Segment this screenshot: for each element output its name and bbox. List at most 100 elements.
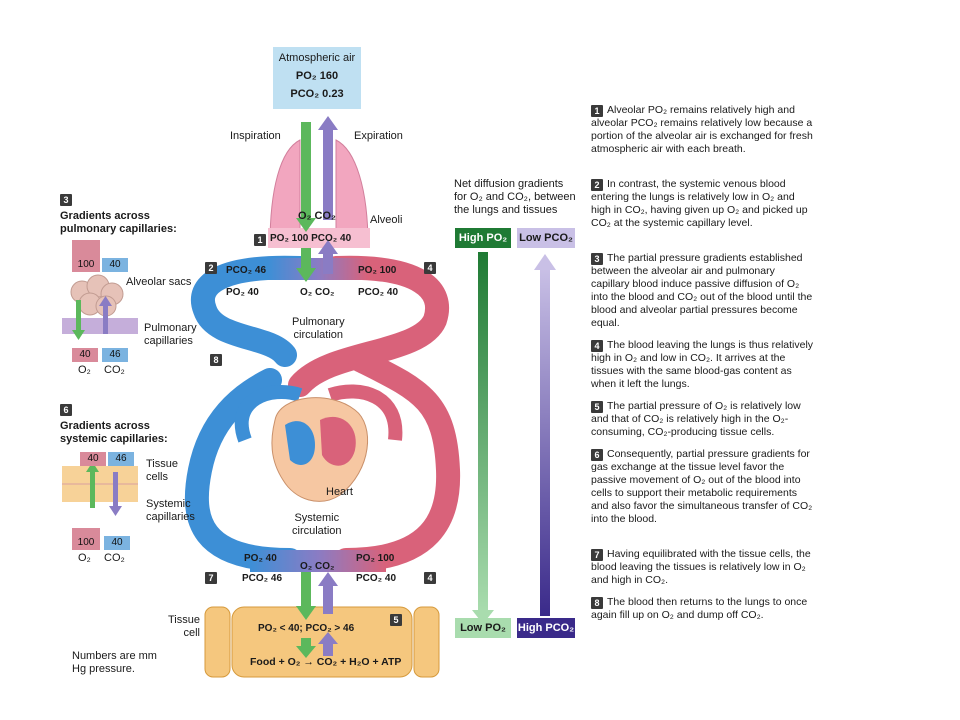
systemic-artery-red xyxy=(334,348,461,572)
systemic-vein-blue xyxy=(184,368,302,572)
low-pco2-label: Low PCO₂ xyxy=(517,228,575,248)
badge-5: 5 xyxy=(390,614,402,626)
right-bot-po2: PO₂ 100 xyxy=(356,553,395,564)
tissue-cell-label: Tissue cell xyxy=(168,614,200,639)
paragraph-6-badge: 6 xyxy=(591,449,603,461)
paragraph-2-text: In contrast, the systemic venous blood e… xyxy=(591,178,808,229)
paragraph-8-text: The blood then returns to the lungs to o… xyxy=(591,596,808,621)
paragraph-5-text: The partial pressure of O₂ is relatively… xyxy=(591,400,801,438)
high-pco2-label: High PCO₂ xyxy=(517,618,575,638)
panel6-top-blue: 46 xyxy=(108,452,134,466)
mid-top-o2co2: O₂ CO₂ xyxy=(300,287,335,298)
co2-gradient-bar xyxy=(540,268,550,616)
left-top-pco2: PCO₂ 46 xyxy=(226,265,267,276)
right-bot-pco2: PCO₂ 40 xyxy=(356,573,397,584)
tissue-cell-left xyxy=(204,606,231,678)
panel3-top-pink: 100 xyxy=(72,258,100,272)
paragraph-7-badge: 7 xyxy=(591,549,603,561)
paragraph-1-text: Alveolar PO₂ remains relatively high and… xyxy=(591,104,813,155)
paragraph-3-badge: 3 xyxy=(591,253,603,265)
high-po2-label: High PO₂ xyxy=(455,228,511,248)
panel6-systemic-capillaries-label: Systemic capillaries xyxy=(146,498,195,523)
systemic-capillary-bar xyxy=(250,550,386,572)
expiration-label: Expiration xyxy=(354,130,403,142)
badge-8: 8 xyxy=(210,354,222,366)
panel6-top-pink: 40 xyxy=(80,452,106,466)
badge-4-top: 4 xyxy=(424,262,436,274)
o2-arrow-inspiration xyxy=(301,122,311,220)
panel6-co2: CO₂ xyxy=(104,552,125,564)
paragraph-4-text: The blood leaving the lungs is thus rela… xyxy=(591,339,814,390)
panel3-top-blue: 40 xyxy=(102,258,128,272)
pulmonary-capillary-bar xyxy=(268,258,368,280)
paragraph-7-text: Having equilibrated with the tissue cell… xyxy=(591,548,811,586)
inner-vein xyxy=(234,385,303,443)
atmospheric-pco2: PCO₂ 0.23 xyxy=(290,88,344,100)
panel6-bottom-blue: 40 xyxy=(104,536,130,550)
panel6-tissue-cells-label: Tissue cells xyxy=(146,458,178,483)
systemic-circulation-label: Systemic circulation xyxy=(292,512,342,537)
panel6-o2: O₂ xyxy=(78,552,91,564)
left-bot-po2: PO₂ 40 xyxy=(244,553,277,564)
panel3-co2: CO₂ xyxy=(104,364,125,376)
low-po2-label: Low PO₂ xyxy=(455,618,511,638)
panel6-title: Gradients across systemic capillaries: xyxy=(60,420,168,445)
panel3-badge: 3 xyxy=(60,194,72,206)
paragraph-5-badge: 5 xyxy=(591,401,603,413)
paragraph-8-badge: 8 xyxy=(591,597,603,609)
atmospheric-air-box xyxy=(273,47,361,109)
paragraph-4-badge: 4 xyxy=(591,340,603,352)
heart-label: Heart xyxy=(326,486,353,498)
panel3-alveolar-sacs-label: Alveolar sacs xyxy=(126,276,192,288)
badge-7: 7 xyxy=(205,572,217,584)
heart-left-side xyxy=(320,416,356,466)
tissue-values: PO₂ < 40; PCO₂ > 46 xyxy=(258,623,355,634)
paragraph-6-text: Consequently, partial pressure gradients… xyxy=(591,448,813,525)
co2-arrow-expiration xyxy=(323,128,333,220)
alveoli-base xyxy=(268,228,370,248)
paragraph-1-badge: 1 xyxy=(591,105,603,117)
pulmonary-vein-blue xyxy=(191,255,312,367)
badge-4-bottom: 4 xyxy=(424,572,436,584)
panel3-bottom-blue: 46 xyxy=(102,348,128,362)
left-top-po2: PO₂ 40 xyxy=(226,287,259,298)
inspiration-label: Inspiration xyxy=(230,130,281,142)
numbers-note: Numbers are mm Hg pressure. xyxy=(72,650,157,675)
panel6-bottom-pink: 100 xyxy=(72,528,100,550)
alveoli-label: Alveoli xyxy=(370,214,403,226)
gradients-title: Net diffusion gradients for O₂ and CO₂, … xyxy=(454,178,576,216)
co2-arrow-tissue xyxy=(323,584,333,614)
alveoli-o2co2: O₂ CO₂ xyxy=(298,210,336,222)
alveolar-values: PO₂ 100 PCO₂ 40 xyxy=(270,233,352,244)
atmospheric-po2: PO₂ 160 xyxy=(295,70,339,82)
panel3-alveolar-sacs xyxy=(70,274,124,317)
mid-bot-o2co2: O₂ CO₂ xyxy=(300,561,335,572)
o2-arrow-tissue xyxy=(301,572,311,608)
panel3-pulmonary-capillaries-label: Pulmonary capillaries xyxy=(144,322,197,347)
pulmonary-circulation-label: Pulmonary circulation xyxy=(292,316,345,341)
paragraph-3-text: The partial pressure gradients establish… xyxy=(591,252,813,329)
pulmonary-vessel-red xyxy=(288,255,450,397)
inner-artery xyxy=(327,384,403,441)
panel6-badge: 6 xyxy=(60,404,72,416)
badge-1: 1 xyxy=(254,234,266,246)
panel3-o2: O₂ xyxy=(78,364,91,376)
heart-right-side xyxy=(285,421,315,465)
tissue-cell-right xyxy=(413,606,440,678)
o2-gradient-bar xyxy=(478,252,488,612)
right-top-pco2: PCO₂ 40 xyxy=(358,287,399,298)
paragraph-2-badge: 2 xyxy=(591,179,603,191)
tissue-equation: Food + O₂ → CO₂ + H₂O + ATP xyxy=(250,656,402,668)
badge-2: 2 xyxy=(205,262,217,274)
atmospheric-title: Atmospheric air xyxy=(278,52,356,64)
right-top-po2: PO₂ 100 xyxy=(358,265,397,276)
panel3-title: Gradients across pulmonary capillaries: xyxy=(60,210,177,235)
